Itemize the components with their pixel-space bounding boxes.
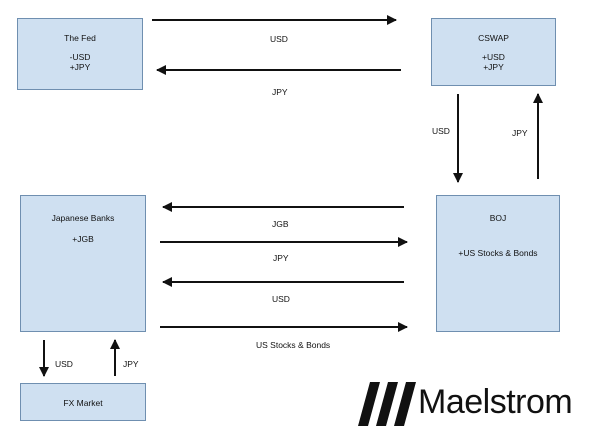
node-boj: BOJ +US Stocks & Bonds xyxy=(436,195,560,332)
node-line: +US Stocks & Bonds xyxy=(458,247,538,258)
node-line: -USD xyxy=(69,51,91,62)
node-cswap: CSWAP +USD +JPY xyxy=(431,18,556,86)
node-line: +JPY xyxy=(69,62,91,73)
node-title: BOJ xyxy=(489,213,507,223)
edge-label: USD xyxy=(55,359,73,369)
node-title: The Fed xyxy=(64,33,96,43)
edge-label: USD xyxy=(272,294,290,304)
node-line: +JGB xyxy=(72,233,94,244)
logo-wordmark: Maelstrom xyxy=(418,383,573,421)
node-fx-market: FX Market xyxy=(20,383,146,421)
edge-label: USD xyxy=(432,126,450,136)
edge-label: JPY xyxy=(123,359,139,369)
node-title: CSWAP xyxy=(478,33,509,43)
edge-label: JPY xyxy=(273,253,289,263)
node-the-fed: The Fed -USD +JPY xyxy=(17,18,143,90)
maelstrom-logo-icon xyxy=(358,382,416,426)
node-title: FX Market xyxy=(63,398,103,408)
node-line: +USD xyxy=(482,51,505,62)
node-title: Japanese Banks xyxy=(51,213,115,223)
edge-label: US Stocks & Bonds xyxy=(256,340,331,350)
edge-label: USD xyxy=(270,34,288,44)
node-line: +JPY xyxy=(483,62,504,73)
edge-label: JPY xyxy=(272,87,288,97)
edge-label: JGB xyxy=(272,219,289,229)
node-japanese-banks: Japanese Banks +JGB xyxy=(20,195,146,332)
edge-label: JPY xyxy=(512,128,528,138)
